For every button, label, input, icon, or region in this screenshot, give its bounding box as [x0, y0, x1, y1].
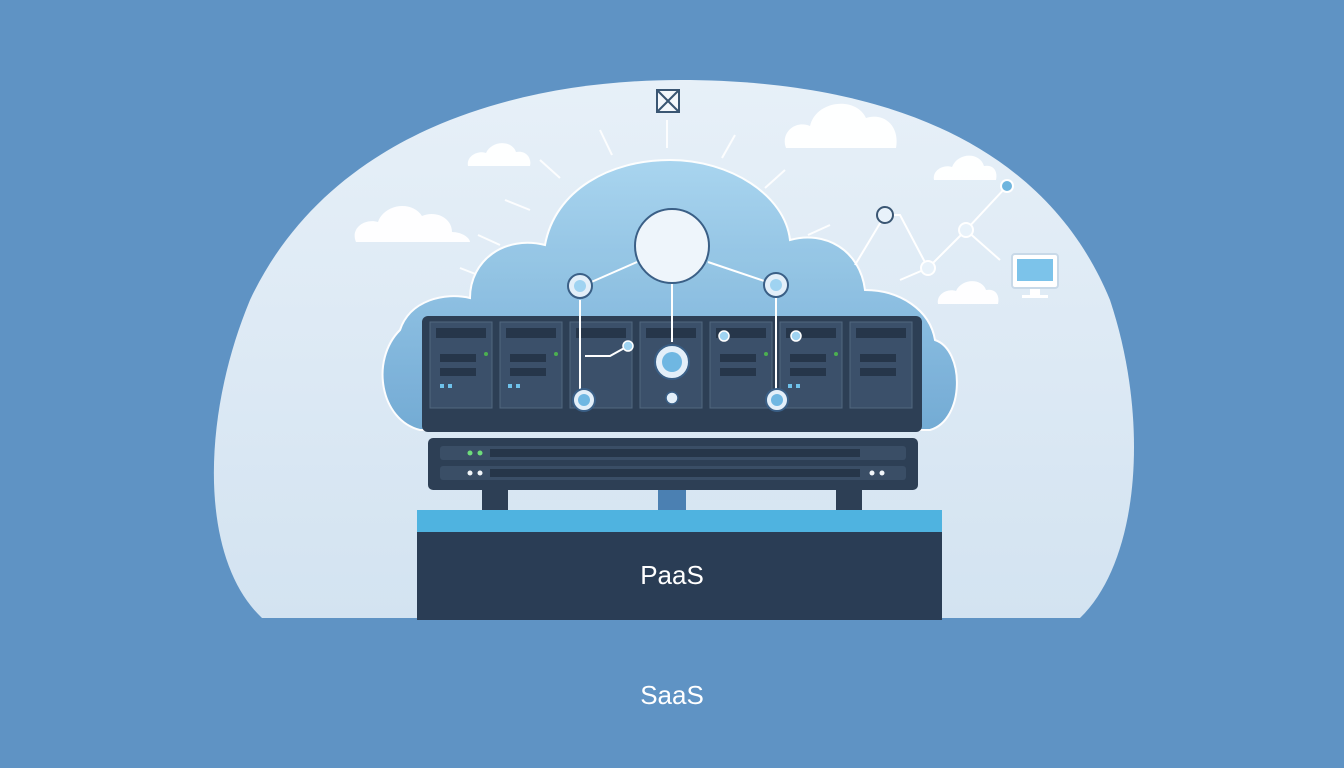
node-icon — [665, 391, 679, 405]
node-icon — [770, 279, 782, 291]
hub-node — [634, 208, 710, 284]
node-icon — [958, 222, 974, 238]
node-icon — [771, 394, 783, 406]
node-icon — [790, 330, 802, 342]
cloud-icon — [937, 281, 999, 304]
platform-base — [417, 510, 942, 620]
software-label: SaaS — [640, 680, 704, 710]
node-icon — [1000, 179, 1014, 193]
node-icon — [662, 352, 682, 372]
monitor-icon — [1011, 253, 1059, 298]
cloud-icon — [784, 103, 897, 148]
cloud-icon — [933, 155, 997, 180]
node-icon — [622, 340, 634, 352]
node-icon — [578, 394, 590, 406]
node-icon — [574, 280, 586, 292]
cloud-icon — [354, 205, 470, 242]
node-icon — [876, 206, 894, 224]
cloud-icon — [467, 143, 531, 166]
node-icon — [718, 330, 730, 342]
platform-label: PaaS — [640, 560, 704, 590]
envelope-icon — [656, 89, 680, 113]
node-icon — [920, 260, 936, 276]
